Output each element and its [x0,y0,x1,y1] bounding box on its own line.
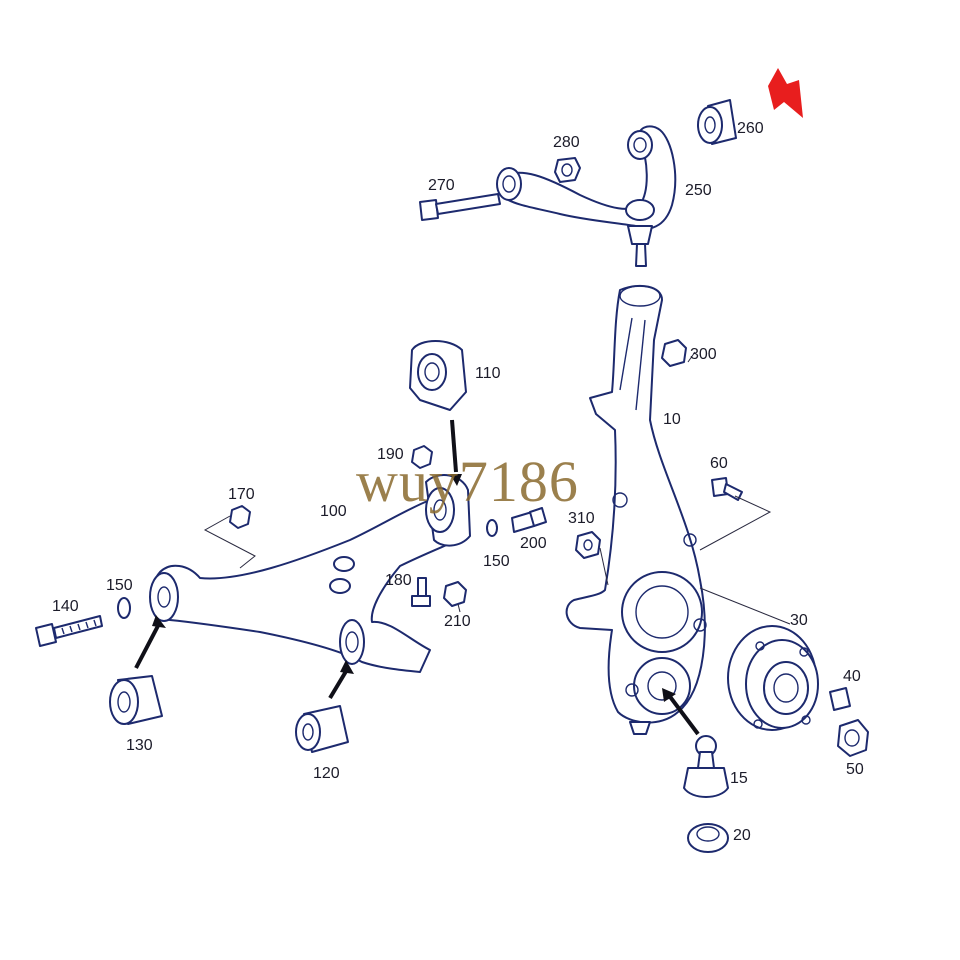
label-20: 20 [733,827,751,844]
label-130: 130 [126,737,153,754]
bolt-270 [419,193,501,221]
label-150-right: 150 [483,553,510,570]
nut-170 [229,505,251,529]
bolt-200 [511,507,547,533]
strut-bushing [425,474,471,547]
bushing-260 [697,99,737,145]
assembly-arrows [134,419,700,736]
nut-210 [443,581,467,607]
label-15: 15 [730,770,748,787]
wheel-hub [727,625,819,731]
upper-control-arm [496,125,677,267]
steering-knuckle [565,284,707,735]
lower-control-arm [149,499,459,673]
label-260: 260 [737,120,764,137]
label-200: 200 [520,535,547,552]
label-120: 120 [313,765,340,782]
watermark: wuy7186 [356,449,579,514]
bolt-180 [411,577,431,607]
label-190: 190 [377,446,404,463]
ring-nut-20 [687,823,729,853]
label-170: 170 [228,486,255,503]
label-210: 210 [444,613,471,630]
part-labels: 10 15 20 30 40 50 60 100 110 120 130 140… [52,120,864,844]
nut-300 [661,339,687,367]
nut-190 [411,445,433,469]
washer-150-right [486,519,498,537]
bushing-130 [109,675,163,725]
label-60: 60 [710,455,728,472]
label-10: 10 [663,411,681,428]
leader-lines [203,351,791,625]
bushing-120 [295,705,349,753]
bolt-140 [35,615,103,647]
label-150-left: 150 [106,577,133,594]
label-310: 310 [568,510,595,527]
label-250: 250 [685,182,712,199]
ball-joint-15 [683,735,729,798]
bracket-110 [409,340,467,411]
red-arrow-icon [768,68,803,118]
label-270: 270 [428,177,455,194]
bolt-60 [711,477,743,501]
label-140: 140 [52,598,79,615]
stud-40 [829,687,851,711]
label-300: 300 [690,346,717,363]
nut-280 [554,157,581,183]
label-180: 180 [385,572,412,589]
nut-50 [837,719,869,757]
label-30: 30 [790,612,808,629]
label-50: 50 [846,761,864,778]
label-100: 100 [320,503,347,520]
label-110: 110 [475,365,501,382]
label-280: 280 [553,134,580,151]
label-40: 40 [843,668,861,685]
washer-150-left [117,597,131,619]
nut-310 [575,531,601,559]
